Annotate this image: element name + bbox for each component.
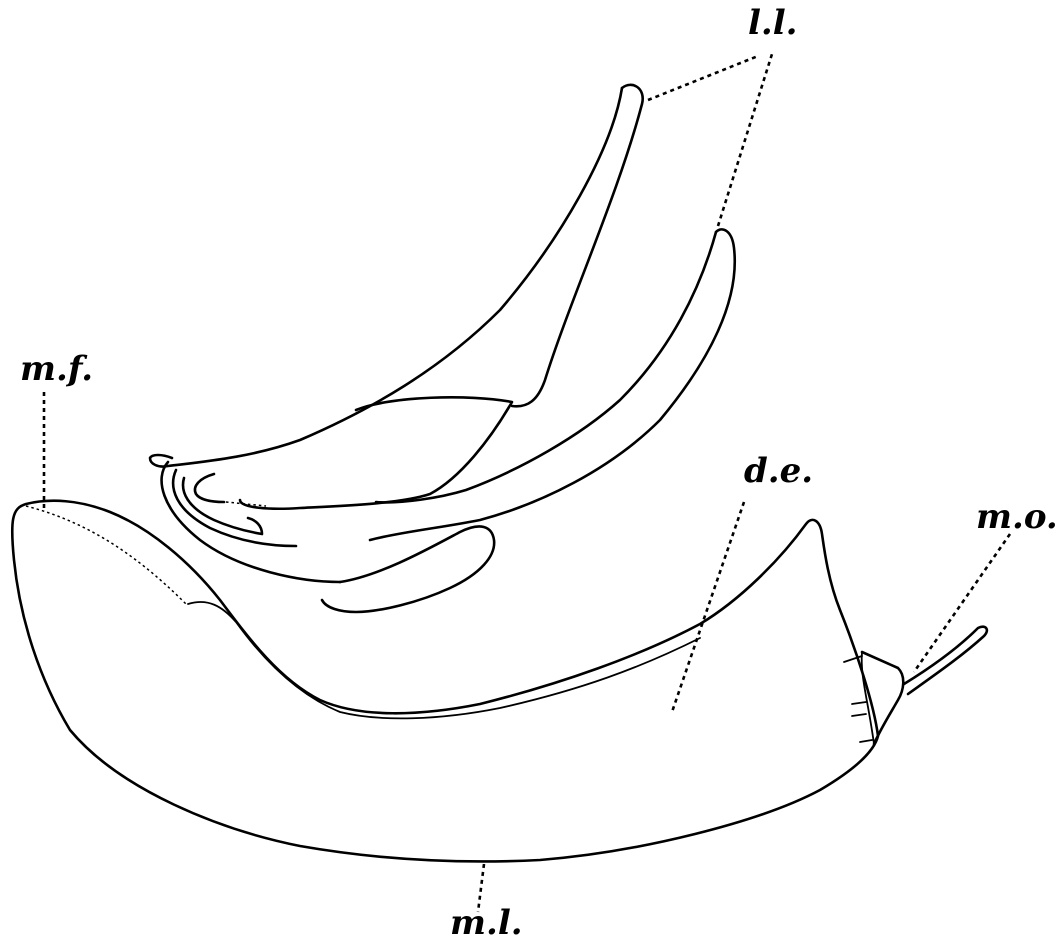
body-outline: [10, 499, 880, 863]
upper-lobes: [148, 83, 737, 614]
lobe-tab: [320, 525, 496, 614]
curl-inner: [171, 468, 298, 548]
end-plate: [860, 650, 905, 746]
lobe-left: [510, 83, 644, 408]
leader-ll-left: [647, 54, 759, 102]
lobe-right-inner: [374, 230, 718, 504]
leader-ll-right: [716, 53, 774, 227]
leader-ml: [476, 863, 486, 913]
lobe-right: [368, 228, 737, 542]
leader-lines: [42, 53, 1012, 913]
label-ll: l.l.: [748, 3, 798, 43]
body-inner-ledge: [187, 601, 701, 720]
curl-outer: [160, 460, 342, 584]
lobe-left-inner-plate: [238, 396, 514, 511]
leader-mo: [912, 533, 1012, 673]
lobe-left-outer-edge: [148, 86, 624, 468]
leader-de: [670, 501, 746, 713]
label-de: d.e.: [744, 451, 814, 491]
end-ticks: [843, 655, 873, 743]
body-top-dotted: [25, 505, 187, 605]
end-plate-edge: [860, 651, 875, 745]
label-mf: m.f.: [20, 349, 94, 389]
curl-innermost: [181, 476, 264, 536]
label-ml: m.l.: [450, 903, 523, 943]
main-body: [10, 499, 989, 863]
lobe-left-inner-fold: [193, 472, 226, 504]
label-mo: m.o.: [976, 497, 1057, 537]
small-process: [902, 625, 989, 696]
lobe-left-inner-dots: [225, 501, 267, 507]
